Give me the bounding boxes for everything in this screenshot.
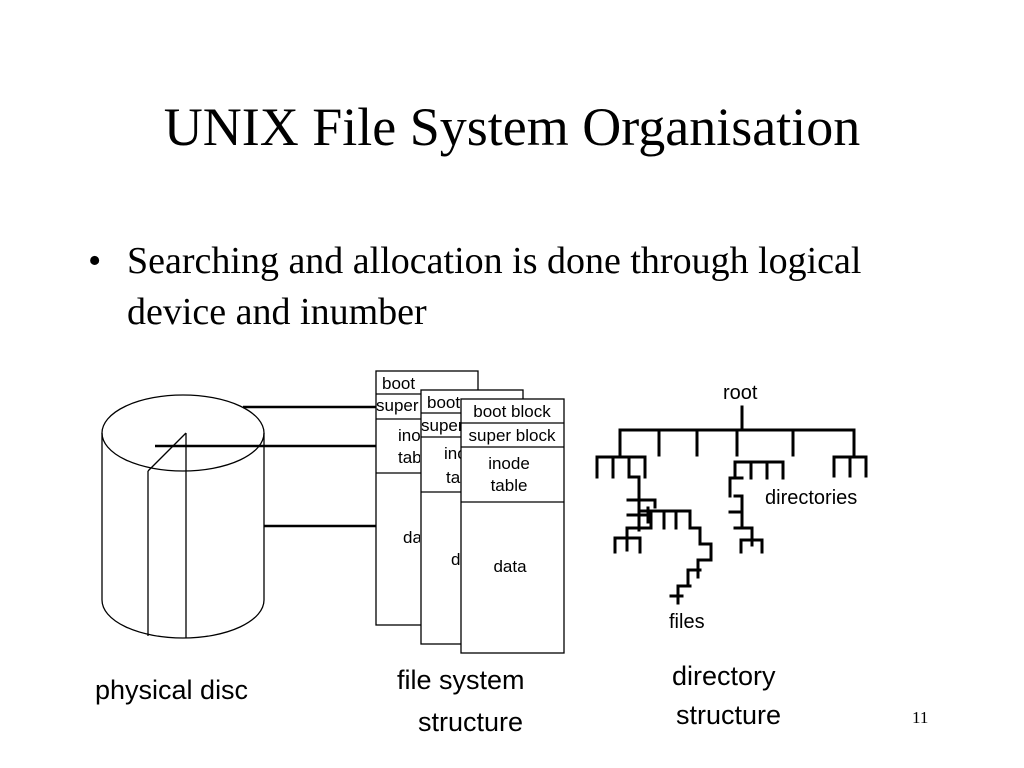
boot-block-label: boot block [473,402,551,421]
file-system-label-line1: file system [397,665,525,695]
slide-title: UNIX File System Organisation [163,97,861,157]
directory-tree [595,405,868,605]
data-label: data [493,557,527,576]
directories-label: directories [765,487,857,509]
table-label-back: tab [398,448,422,467]
files-label: files [669,611,705,633]
table-label: table [491,476,528,495]
table-label-middle: ta [446,468,461,487]
boot-block-label-back: boot block [382,374,460,393]
bullet-marker: • [88,240,102,282]
file-system-label-line2: structure [418,707,523,737]
physical-disc-cylinder [101,394,265,639]
super-label-middle: super [421,416,464,435]
data-label-back: da [403,528,422,547]
root-label: root [723,382,758,404]
super-block-label: super block [469,426,556,445]
inode-label: inode [488,454,530,473]
super-label-back: super [376,396,419,415]
data-label-middle: d [451,550,460,569]
slide-number: 11 [912,708,929,727]
inode-label-back: ino [398,426,421,445]
bullet-item: • Searching and allocation is done throu… [88,236,968,338]
file-system-panel-front: boot block super block inode table data [460,398,565,654]
bullet-text: Searching and allocation is done through… [127,240,862,333]
directory-label-line2: structure [676,700,781,730]
physical-disc-label: physical disc [95,675,248,705]
inode-label-middle: ino [444,444,467,463]
directory-label-line1: directory [672,661,776,691]
boot-block-label-middle: boot block [427,393,505,412]
